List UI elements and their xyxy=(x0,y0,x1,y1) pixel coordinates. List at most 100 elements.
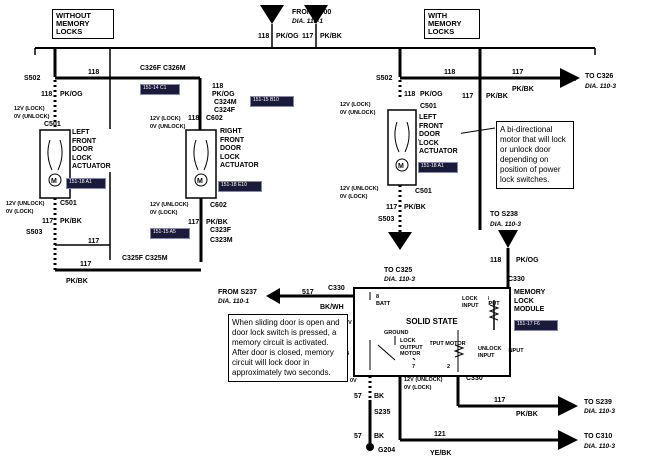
mem-s502: S502 xyxy=(376,75,392,82)
connector-g-icon xyxy=(304,5,328,24)
connector-f-icon xyxy=(260,5,284,24)
solid-state-label: SOLID STATE xyxy=(406,317,458,326)
left-12v-unlock: 12V (UNLOCK) xyxy=(6,201,45,207)
ground-icon xyxy=(366,443,374,451)
left-pkbk: PK/BK xyxy=(60,218,82,225)
mem-pkog: PK/OG xyxy=(420,91,443,98)
bkwh-label: BK/WH xyxy=(320,304,344,311)
from-s237-label: FROM S237 xyxy=(218,289,257,296)
module-tag: 151-17 F6 xyxy=(514,320,558,331)
mem-0v-lock: 0V (LOCK) xyxy=(340,194,368,200)
c324m-label: C324M xyxy=(214,99,237,106)
g-circuit: 117 xyxy=(302,33,313,40)
arrow-d-label: D xyxy=(568,404,573,411)
right-actuator-name-text: RIGHT FRONT DOOR LOCK ACTUATOR xyxy=(220,128,266,171)
from-c500-dia: DIA. 110-1 xyxy=(292,18,323,25)
left-s502: S502 xyxy=(24,75,40,82)
w57-label: 57 xyxy=(354,393,362,400)
right-pkog: PK/OG xyxy=(212,91,235,98)
left-tag: 151-18 A1 xyxy=(66,178,106,189)
mem-pkbk2: PK/BK xyxy=(404,204,426,211)
to-s239-dia: DIA. 110-3 xyxy=(584,408,615,415)
arrow-h-icon xyxy=(266,288,280,304)
arrow-a-icon xyxy=(560,68,580,88)
mem-w118b: 118 xyxy=(490,257,501,264)
arrow-e-icon xyxy=(558,430,578,450)
left-c501b: C501 xyxy=(60,200,77,207)
right-12v-unlock: 12V (UNLOCK) xyxy=(150,202,189,208)
right-12v-lock: 12V (LOCK) xyxy=(150,116,181,122)
from-s237-dia: DIA. 110-1 xyxy=(218,298,249,305)
mem-0v-unlock: 0V (UNLOCK) xyxy=(340,110,376,116)
mem-12v-unlock: 12V (UNLOCK) xyxy=(340,186,379,192)
mem-w117b: 117 xyxy=(386,204,397,211)
c330-top: C330 xyxy=(328,285,345,292)
module-0v: 0V xyxy=(350,378,357,384)
c602b-label: C602 xyxy=(210,202,227,209)
yebk-label: YE/BK xyxy=(430,450,451,457)
mem-actuator-tag: 151-18 A1 xyxy=(418,162,458,173)
module-0v-lock: 0V (LOCK) xyxy=(404,385,432,391)
to-c326-dia: DIA. 110-3 xyxy=(585,83,616,90)
c330-bottom: C330 xyxy=(466,375,483,382)
arrow-c-icon xyxy=(388,232,412,250)
g-color: PK/BK xyxy=(320,33,342,40)
c325-label: C325F C325M xyxy=(122,255,168,262)
c324-tag: 151-15 B10 xyxy=(250,96,294,107)
s235-label: S235 xyxy=(374,409,390,416)
pin-7: 7 xyxy=(412,364,415,370)
right-pkbk: PK/BK xyxy=(206,219,228,226)
arrow-a-label: A xyxy=(571,76,576,83)
mem-c501b: C501 xyxy=(415,188,432,195)
right-0v-unlock: 0V (UNLOCK) xyxy=(150,124,186,130)
to-c325-dia: DIA. 110-3 xyxy=(384,276,415,283)
lock-input-text: LOCK INPUT xyxy=(462,296,488,309)
c326-tag: 151-14 C1 xyxy=(140,84,180,95)
ground-label: GROUND xyxy=(384,330,408,336)
unlock-input-text: UNLOCK INPUT xyxy=(478,346,508,359)
pin-2: 2 xyxy=(447,364,450,370)
module-name-text: MEMORY LOCK MODULE xyxy=(514,289,556,315)
left-w118b: 118 xyxy=(41,91,52,98)
right-motor-label: M xyxy=(197,178,203,185)
mem-actuator-name-text: LEFT FRONT DOOR LOCK ACTUATOR xyxy=(419,114,461,157)
to-s238-label: TO S238 xyxy=(490,211,518,218)
left-motor-label: M xyxy=(51,178,57,185)
mem-w117-top: 117 xyxy=(512,69,523,76)
mem-s503: S503 xyxy=(378,216,394,223)
left-c501: C501 xyxy=(44,121,61,128)
left-w117: 117 xyxy=(42,218,53,225)
left-actuator-name-text: LEFT FRONT DOOR LOCK ACTUATOR xyxy=(72,129,112,172)
mem-w118: 118 xyxy=(444,69,455,76)
f-circuit: 118 xyxy=(258,33,269,40)
batt-label: BATT xyxy=(376,301,391,307)
lock-output-label: LOCK OUTPUT MOTOR xyxy=(404,341,466,347)
arrow-c-label: C xyxy=(397,239,402,246)
right-w118b: 118 xyxy=(188,115,199,122)
arrow-b-label: B xyxy=(505,237,510,244)
w517-label: 517 xyxy=(302,289,314,296)
right-actuator-tag: 151-18 E10 xyxy=(218,181,262,192)
left-w118: 118 xyxy=(88,69,99,76)
left-0v-unlock: 0V (UNLOCK) xyxy=(14,114,50,120)
mem-w118-side: 118 xyxy=(404,91,415,98)
c324f-label: C324F xyxy=(214,107,236,114)
f-color: PK/OG xyxy=(276,33,299,40)
pin-8: 8 xyxy=(376,294,379,300)
bk-label: BK xyxy=(374,393,384,400)
mem-w117: 117 xyxy=(462,93,473,100)
left-w117b: 117 xyxy=(88,238,99,245)
with-memory-label: WITH MEMORY LOCKS xyxy=(424,9,480,39)
c323m-label: C323M xyxy=(210,237,233,244)
left-pkog: PK/OG xyxy=(60,91,83,98)
c602-label: C602 xyxy=(206,115,223,122)
to-c325-label: TO C325 xyxy=(384,267,412,274)
left-s503: S503 xyxy=(26,229,42,236)
without-memory-label: WITHOUT MEMORY LOCKS xyxy=(52,9,114,39)
module-12v-unlock: 12V (UNLOCK) xyxy=(404,377,443,383)
to-s239-label: TO S239 xyxy=(584,399,612,406)
to-c310-dia: DIA. 110-3 xyxy=(584,443,615,450)
from-c500-label: FROM C500 xyxy=(292,9,331,16)
